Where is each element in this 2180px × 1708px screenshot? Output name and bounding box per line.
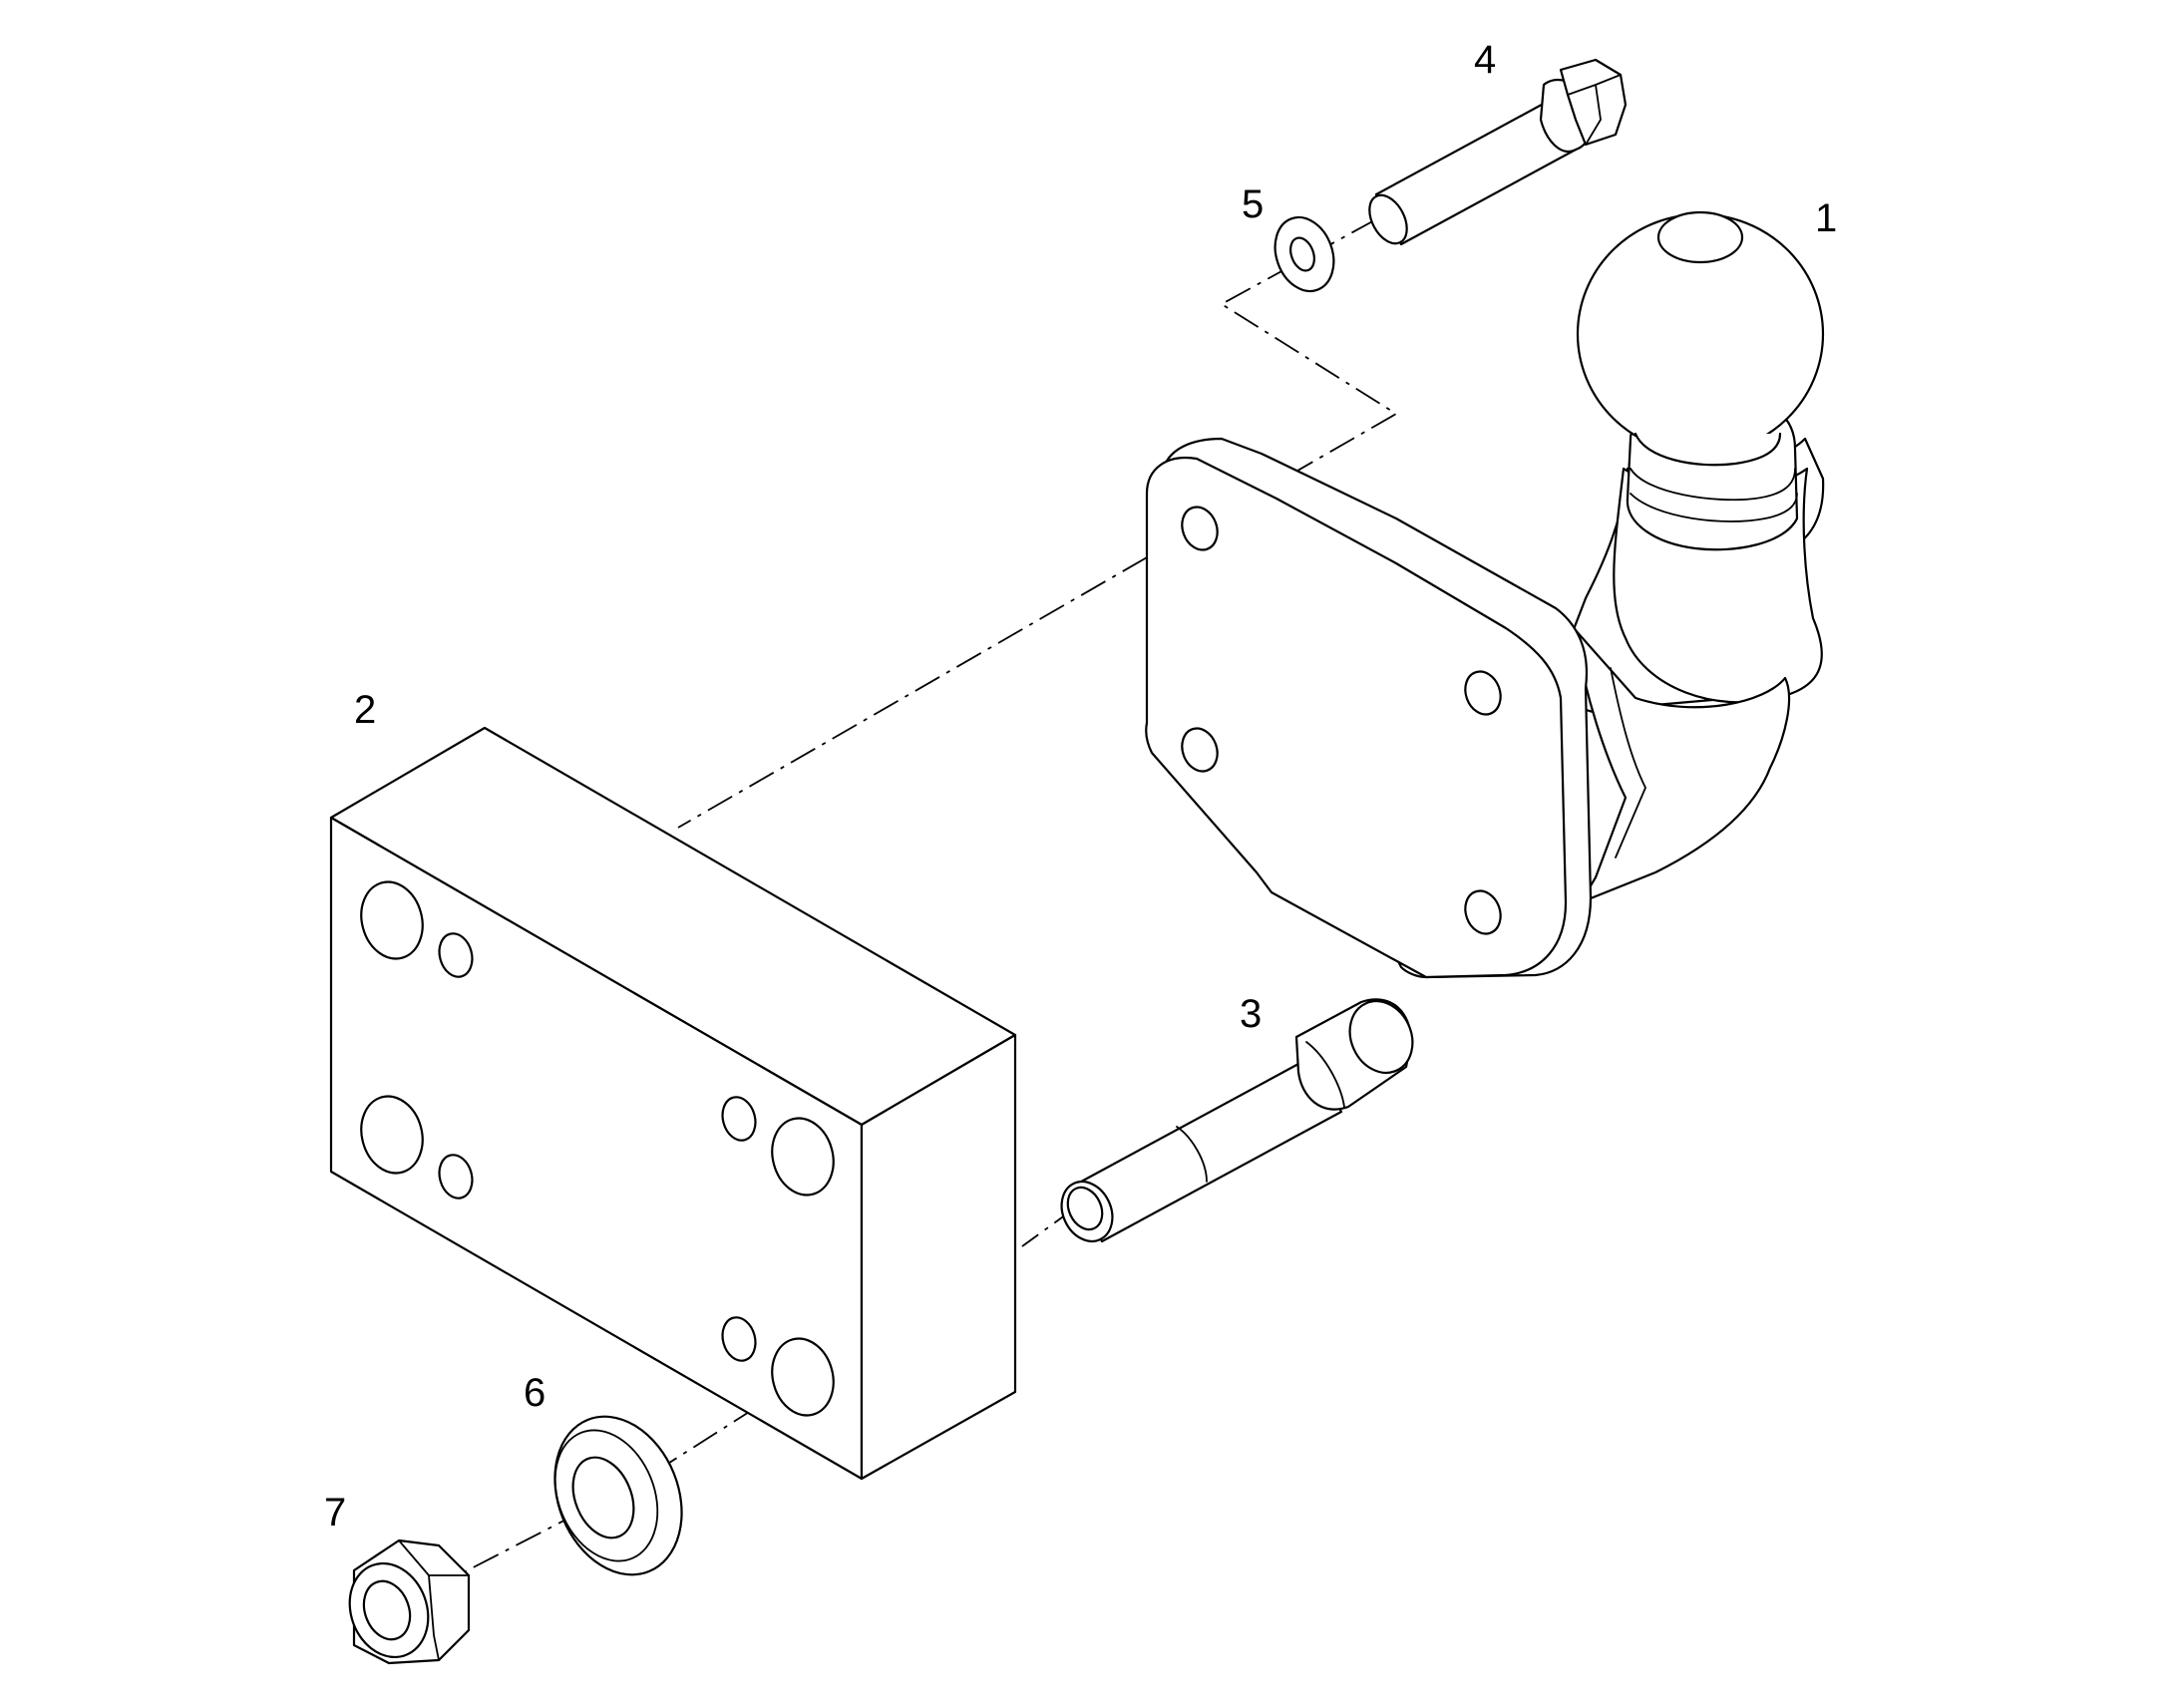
tow-ball-flange-face <box>1145 456 1568 979</box>
mounting-block-side-face <box>860 1033 1017 1481</box>
bolt-4-hex-edge <box>1567 74 1622 146</box>
washer-5-inner <box>1289 236 1315 272</box>
flange-hole-top-right <box>1464 670 1502 716</box>
tow-ball-assembly <box>1145 210 1825 979</box>
block-hole-small-2 <box>438 1154 474 1199</box>
washer-6-rim <box>553 1429 659 1562</box>
callout-7: 7 <box>324 1491 346 1535</box>
block-hole-large-2 <box>360 1095 424 1175</box>
bolt-4-tip <box>1368 193 1408 245</box>
tow-ball-neck <box>1634 432 1782 467</box>
bolt-4-hex-head <box>1559 58 1628 147</box>
callout-2: 2 <box>354 688 376 732</box>
block-hole-large-3 <box>771 1117 835 1196</box>
block-hole-large-1 <box>360 880 424 960</box>
large-washer <box>553 1415 683 1576</box>
tow-ball-collar-ring-2 <box>1630 493 1798 522</box>
bolt-3-head-fillet <box>1305 1041 1345 1108</box>
flange-hole-bottom-right <box>1464 889 1502 935</box>
callout-4: 4 <box>1474 38 1496 82</box>
callout-3: 3 <box>1240 992 1262 1036</box>
bolt-3-tip-inner <box>1066 1186 1104 1231</box>
hex-nut <box>348 1538 471 1665</box>
hex-bolt <box>1368 58 1628 246</box>
tow-ball-collar-ring <box>1630 468 1796 502</box>
mounting-block <box>329 726 1017 1481</box>
bolt-3-head-end <box>1348 1000 1414 1074</box>
nut-7-hole <box>362 1579 412 1641</box>
block-hole-small-1 <box>438 932 474 978</box>
block-hole-small-3 <box>721 1096 757 1142</box>
tow-ball-bracket-inner <box>1610 667 1646 858</box>
flange-hole-top-left <box>1181 506 1219 551</box>
bolt-3-thread-line <box>1176 1126 1208 1183</box>
small-washer <box>1273 215 1335 293</box>
socket-head-bolt <box>1060 998 1414 1243</box>
nut-7-edges <box>398 1539 470 1661</box>
callout-5: 5 <box>1242 182 1264 226</box>
block-hole-large-4 <box>771 1337 835 1417</box>
callout-1: 1 <box>1815 196 1837 240</box>
callout-labels: 1 2 3 4 5 6 7 <box>324 38 1837 1535</box>
flange-hole-bottom-left <box>1181 727 1219 773</box>
callout-6: 6 <box>524 1371 545 1415</box>
washer-6-inner <box>571 1456 635 1539</box>
tow-ball-top-flat <box>1656 210 1744 264</box>
tow-ball-bracket-plate <box>1572 626 1791 904</box>
block-hole-small-4 <box>721 1316 757 1362</box>
